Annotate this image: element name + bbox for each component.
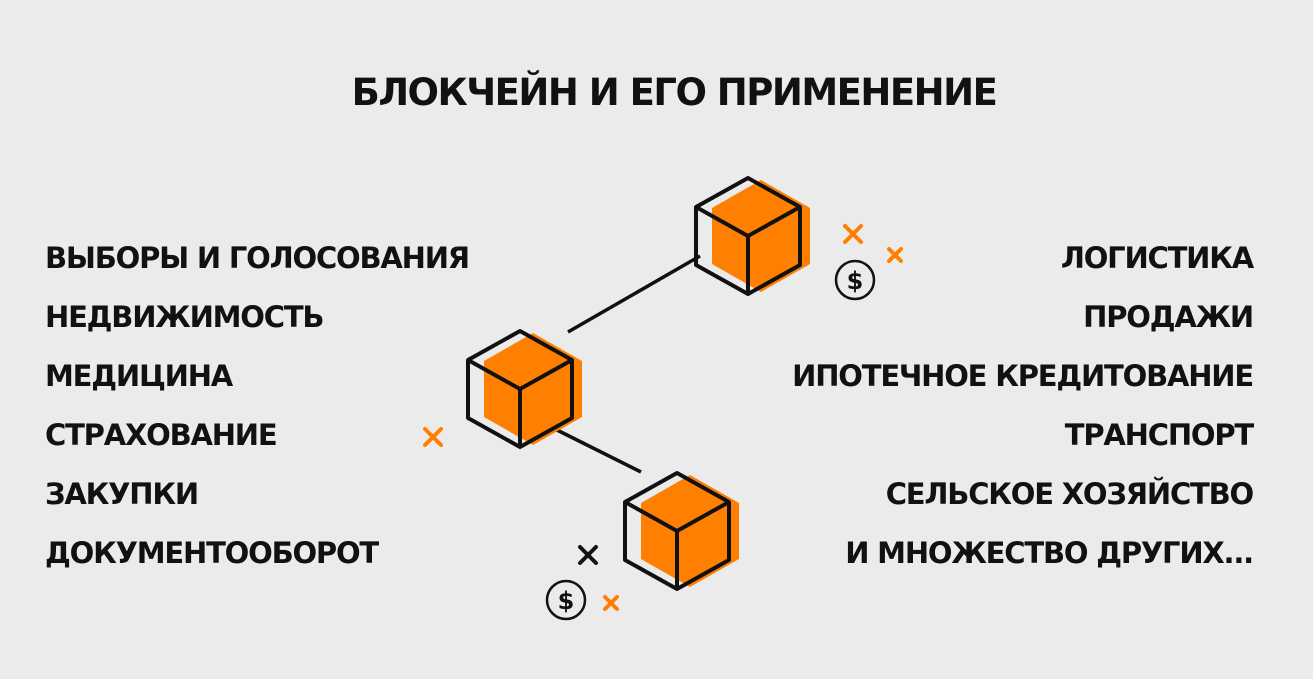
list-item-many-others: И МНОЖЕСТВО ДРУГИХ...	[845, 536, 1254, 570]
connector-line-top	[567, 254, 701, 334]
list-item-real-estate: НЕДВИЖИМОСТЬ	[45, 300, 325, 334]
list-item-elections: ВЫБОРЫ И ГОЛОСОВАНИЯ	[45, 241, 470, 275]
cross-icon	[843, 224, 863, 244]
list-item-agriculture: СЕЛЬСКОЕ ХОЗЯЙСТВО	[885, 477, 1254, 511]
applications-list-right: ЛОГИСТИКА ПРОДАЖИ ИПОТЕЧНОЕ КРЕДИТОВАНИЕ…	[792, 233, 1254, 587]
list-item-document-flow: ДОКУМЕНТООБОРОТ	[45, 536, 379, 570]
list-item-insurance: СТРАХОВАНИЕ	[45, 418, 278, 452]
list-item-transport: ТРАНСПОРТ	[1064, 418, 1254, 452]
cube-icon	[623, 471, 741, 591]
cube-icon	[694, 176, 812, 296]
dollar-coin-icon: $	[545, 579, 587, 621]
list-item-medicine: МЕДИЦИНА	[45, 359, 233, 393]
plus-icon	[887, 247, 903, 263]
page-title: БЛОКЧЕЙН И ЕГО ПРИМЕНЕНИЕ	[351, 71, 998, 114]
cube-icon	[466, 329, 584, 449]
svg-text:$: $	[847, 267, 864, 295]
list-item-mortgage: ИПОТЕЧНОЕ КРЕДИТОВАНИЕ	[792, 359, 1254, 393]
svg-text:$: $	[558, 587, 575, 615]
cross-icon	[423, 427, 443, 447]
plus-icon	[603, 595, 619, 611]
list-item-procurement: ЗАКУПКИ	[45, 477, 199, 511]
list-item-sales: ПРОДАЖИ	[1083, 300, 1254, 334]
applications-list-left: ВЫБОРЫ И ГОЛОСОВАНИЯ НЕДВИЖИМОСТЬ МЕДИЦИ…	[45, 233, 470, 587]
cross-icon	[578, 545, 598, 565]
dollar-coin-icon: $	[834, 259, 876, 301]
list-item-logistics: ЛОГИСТИКА	[1060, 241, 1254, 275]
